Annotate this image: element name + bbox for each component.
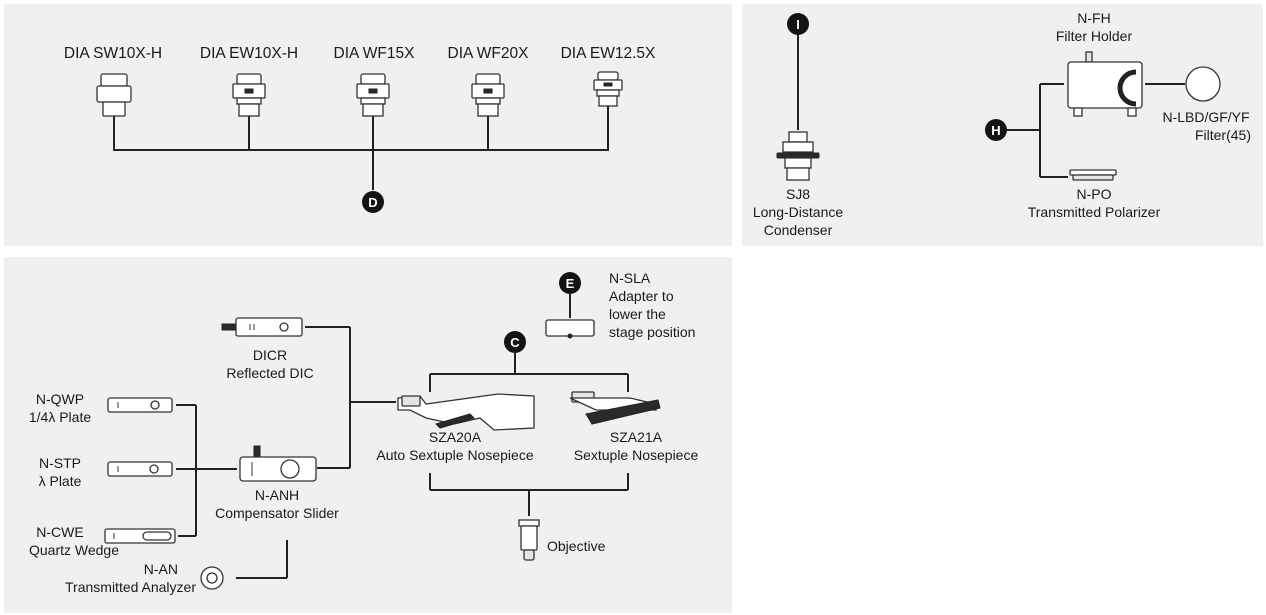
cwe-desc: Quartz Wedge bbox=[29, 542, 119, 558]
eyepiece-labels: DIA SW10X-H DIA EW10X-H DIA WF15X DIA WF… bbox=[64, 45, 656, 62]
eyepiece-label-sw10x: DIA SW10X-H bbox=[64, 45, 162, 62]
stp-plate-icon bbox=[107, 461, 173, 477]
objective-label: Objective bbox=[547, 538, 606, 554]
condenser-desc-line1: Long-Distance bbox=[753, 204, 843, 220]
plates-bracket-lines bbox=[176, 404, 237, 537]
polarizer-name: N-PO bbox=[1077, 186, 1112, 202]
eyepiece-connector-lines bbox=[113, 106, 609, 190]
eyepiece-label-wf15x: DIA WF15X bbox=[334, 45, 416, 62]
label: E bbox=[566, 276, 575, 291]
condenser-name: SJ8 bbox=[786, 186, 810, 202]
sla-name: N-SLA bbox=[609, 270, 651, 286]
cwe-wedge-icon bbox=[104, 528, 176, 544]
filter-holder-name: N-FH bbox=[1077, 10, 1110, 26]
filter-holder-icon bbox=[1067, 51, 1143, 117]
badge-i: I bbox=[787, 13, 809, 35]
condenser-icon bbox=[776, 131, 820, 181]
sza20a-name: SZA20A bbox=[429, 429, 482, 445]
condenser-desc-line2: Condenser bbox=[764, 222, 833, 238]
filter-bracket-lines bbox=[1007, 83, 1068, 178]
eyepiece-icon bbox=[232, 73, 266, 117]
eyepiece-icon bbox=[471, 73, 505, 117]
filter-holder-desc: Filter Holder bbox=[1056, 28, 1133, 44]
dicr-name: DICR bbox=[253, 347, 287, 363]
anh-slider-icon bbox=[239, 445, 317, 482]
eyepiece-label-wf20x: DIA WF20X bbox=[448, 45, 530, 62]
badge-e: E bbox=[559, 272, 581, 294]
polarizer-icon bbox=[1069, 169, 1117, 181]
nosepiece-bottom-bracket bbox=[429, 473, 629, 516]
sza21a-nosepiece-icon bbox=[569, 391, 661, 425]
badge-h: H bbox=[985, 119, 1007, 141]
eyepiece-icon bbox=[96, 73, 132, 117]
sza21a-name: SZA21A bbox=[610, 429, 663, 445]
label: C bbox=[510, 335, 520, 350]
filter-disc-icon bbox=[1185, 66, 1221, 102]
nosepiece-panel bbox=[4, 257, 732, 613]
eyepiece-label-ew10x: DIA EW10X-H bbox=[200, 45, 298, 62]
label: D bbox=[368, 195, 377, 210]
dicr-desc: Reflected DIC bbox=[226, 365, 313, 381]
anh-name: N-ANH bbox=[255, 487, 299, 503]
qwp-plate-icon bbox=[107, 397, 173, 413]
slider-to-nosepiece-lines bbox=[305, 326, 396, 469]
label: I bbox=[796, 17, 800, 32]
eyepiece-label-ew12-5x: DIA EW12.5X bbox=[561, 45, 656, 62]
nosepiece-top-bracket bbox=[429, 353, 629, 392]
anh-desc: Compensator Slider bbox=[215, 505, 339, 521]
polarizer-desc: Transmitted Polarizer bbox=[1028, 204, 1161, 220]
sza20a-desc: Auto Sextuple Nosepiece bbox=[376, 447, 533, 463]
eyepiece-icon bbox=[593, 71, 623, 107]
analyzer-icon bbox=[200, 566, 224, 590]
stp-name: N-STP bbox=[39, 455, 81, 471]
badge-d: D bbox=[362, 191, 384, 213]
sza21a-desc: Sextuple Nosepiece bbox=[574, 447, 699, 463]
filter-name: N-LBD/GF/YF bbox=[1162, 109, 1249, 125]
sla-adapter-icon bbox=[545, 319, 595, 339]
cwe-name: N-CWE bbox=[36, 524, 83, 540]
qwp-desc: 1/4λ Plate bbox=[29, 409, 91, 425]
analyzer-desc: Transmitted Analyzer bbox=[65, 579, 196, 595]
sla-desc-line2: lower the bbox=[609, 306, 666, 322]
qwp-name: N-QWP bbox=[36, 391, 84, 407]
eyepiece-icon bbox=[356, 73, 390, 117]
label: H bbox=[991, 123, 1000, 138]
sla-desc-line1: Adapter to bbox=[609, 288, 674, 304]
sza20a-nosepiece-icon bbox=[397, 393, 535, 431]
dicr-slider-icon bbox=[221, 317, 303, 337]
analyzer-name: N-AN bbox=[144, 561, 178, 577]
badge-c: C bbox=[504, 331, 526, 353]
stp-desc: λ Plate bbox=[39, 473, 82, 489]
sla-desc-line3: stage position bbox=[609, 324, 695, 340]
filter-desc: Filter(45) bbox=[1195, 127, 1251, 143]
objective-icon bbox=[518, 519, 540, 561]
